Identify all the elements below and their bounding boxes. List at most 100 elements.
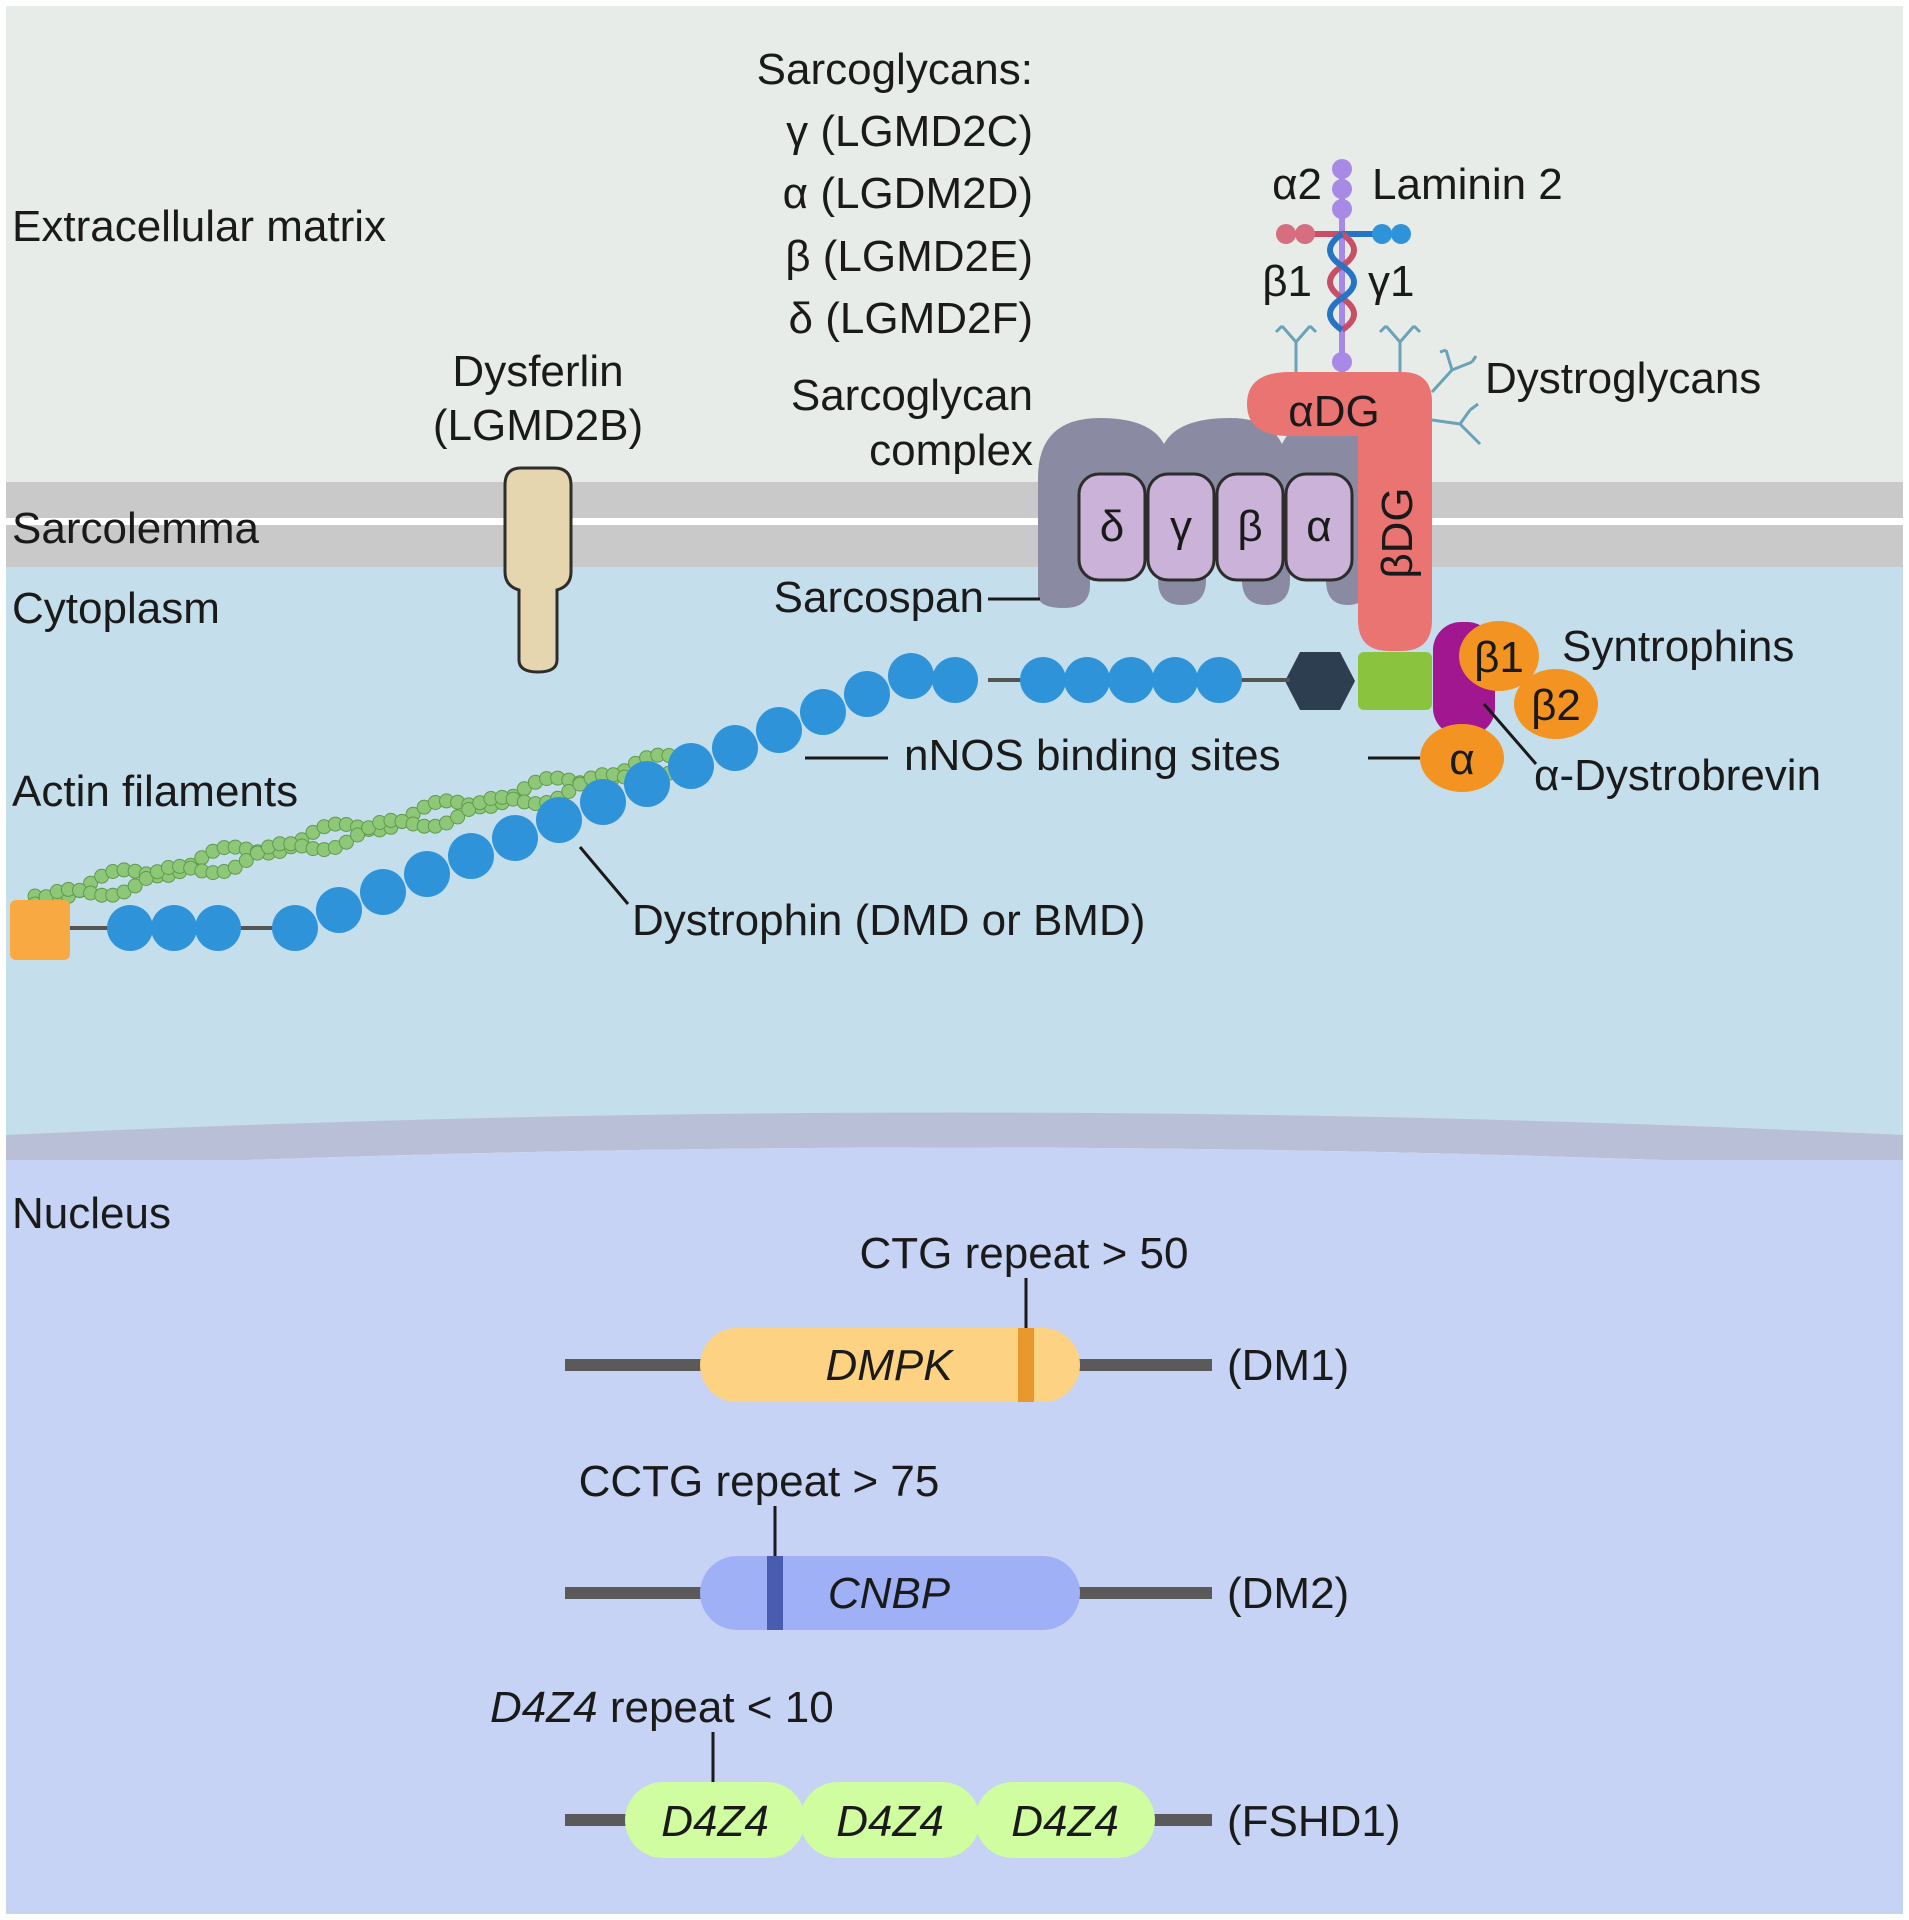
d4z4-repeat-label: D4Z4 repeat < 10 xyxy=(490,1683,834,1732)
dysferlin-protein xyxy=(503,466,573,674)
dystrophin-spectrin-repeat xyxy=(151,905,197,951)
dystrobrevin-pointer xyxy=(1482,703,1538,765)
label-cytoplasm: Cytoplasm xyxy=(12,584,220,633)
dystrophin-spectrin-repeat xyxy=(316,887,362,933)
laminin-alpha2-label: α2 xyxy=(1272,160,1322,209)
dystrophin-spectrin-repeat xyxy=(580,779,626,825)
dystrophin-spectrin-repeat xyxy=(492,815,538,861)
label-actin-filaments: Actin filaments xyxy=(12,767,298,816)
sarcoglycan-gamma xyxy=(1146,472,1216,582)
dm1-label: (DM1) xyxy=(1227,1341,1349,1390)
actin-monomer xyxy=(461,802,477,817)
beta-dystroglycan-label: βDG xyxy=(1373,487,1422,578)
cnbp-gene xyxy=(700,1556,1080,1630)
dystrophin-spectrin-repeat xyxy=(756,707,802,753)
dystrophin-spectrin-repeat xyxy=(668,743,714,789)
sarcoglycans-title: Sarcoglycans: xyxy=(757,45,1033,94)
label-extracellular-matrix: Extracellular matrix xyxy=(12,202,386,251)
nucleus-top-edge xyxy=(6,1147,1903,1170)
fshd1-label: (FSHD1) xyxy=(1227,1797,1401,1846)
dystrophin-spectrin-repeat xyxy=(624,761,670,807)
dm2-label: (DM2) xyxy=(1227,1569,1349,1618)
sarcospan-label: Sarcospan xyxy=(774,573,984,622)
dystrophin-spectrin-repeat xyxy=(800,689,846,735)
syntrophin-alpha xyxy=(1420,724,1504,792)
sarcoglycan-gamma-symbol: γ xyxy=(1170,502,1192,551)
d4z4-repeat-label-italic: D4Z4 xyxy=(490,1683,598,1732)
d4z4-repeat-label-rest: repeat < 10 xyxy=(598,1683,834,1732)
dystrophin-spectrin-repeat xyxy=(404,851,450,897)
laminin-2 xyxy=(1276,159,1411,372)
dystrophin xyxy=(10,653,1290,960)
actin-monomer xyxy=(238,853,254,868)
d4z4-unit-2 xyxy=(800,1782,980,1858)
dystrophin-spectrin-repeat xyxy=(1108,657,1154,703)
dystrophin-spectrin-repeat xyxy=(107,905,153,951)
dmpk-gene-label: DMPK xyxy=(825,1341,954,1390)
dystrophin-spectrin-repeat xyxy=(1020,657,1066,703)
actin-monomer xyxy=(561,784,577,799)
sarcoglycan-beta-label: β (LGMD2E) xyxy=(785,232,1033,281)
dystrophin-spectrin-repeat xyxy=(1196,657,1242,703)
syntrophin-alpha-symbol: α xyxy=(1449,735,1474,784)
laminin-beta1-label: β1 xyxy=(1262,257,1312,306)
dysferlin-disease-label: (LGMD2B) xyxy=(433,401,643,450)
dystrophin-abd1-domain xyxy=(10,900,70,960)
d4z4-unit-3-label: D4Z4 xyxy=(1011,1797,1119,1846)
dystroglycans-label: Dystroglycans xyxy=(1485,354,1761,403)
sarcoglycan-beta-symbol: β xyxy=(1237,502,1262,551)
d4z4-unit-3 xyxy=(975,1782,1155,1858)
d4z4-unit-1 xyxy=(625,1782,805,1858)
dystrophin-ct-domain xyxy=(1285,652,1355,710)
sarcolemma-outer-leaflet xyxy=(6,482,1903,518)
nuclear-envelope xyxy=(6,1112,1903,1170)
sarcoglycan-complex-label-1: Sarcoglycan xyxy=(791,371,1033,420)
dystrophin-pointer xyxy=(578,846,630,905)
sarcoglycan-beta xyxy=(1215,472,1285,582)
alpha-dystroglycan-label: αDG xyxy=(1288,387,1379,436)
sarcoglycan-alpha xyxy=(1284,472,1354,582)
sarcoglycan-delta-symbol: δ xyxy=(1100,502,1125,551)
dystrophin-cr-domain xyxy=(1358,652,1432,710)
dystrophin-spectrin-repeat xyxy=(712,725,758,771)
cctg-repeat-region xyxy=(767,1556,783,1630)
dystrophin-spectrin-repeat xyxy=(272,905,318,951)
sarcoglycan-delta xyxy=(1077,472,1147,582)
actin-monomer xyxy=(350,827,365,843)
ctg-repeat-label: CTG repeat > 50 xyxy=(860,1229,1189,1278)
dystrophin-spectrin-repeat xyxy=(360,869,406,915)
actin-monomer xyxy=(227,859,243,875)
nnos-binding-sites-label: nNOS binding sites xyxy=(904,731,1281,780)
dysferlin-label: Dysferlin xyxy=(452,347,623,396)
dystrophin-spectrin-repeat xyxy=(844,671,890,717)
dystrophin-spectrin-repeat xyxy=(888,653,934,699)
dystrophin-spectrin-repeat xyxy=(1152,657,1198,703)
sarcoglycan-complex-label-2: complex xyxy=(869,426,1033,475)
dystroglycan-complex xyxy=(1247,372,1432,651)
label-nucleus: Nucleus xyxy=(12,1189,171,1238)
dystrophin-label: Dystrophin (DMD or BMD) xyxy=(632,896,1145,945)
actin-monomer xyxy=(450,809,466,825)
cnbp-gene-label: CNBP xyxy=(828,1569,951,1618)
dystrophin-spectrin-repeat xyxy=(195,905,241,951)
dmpk-gene xyxy=(700,1328,1080,1402)
sarcoglycan-delta-label: δ (LGMD2F) xyxy=(789,294,1034,343)
syntrophin-beta2 xyxy=(1514,669,1598,739)
actin-monomer xyxy=(138,871,154,886)
label-sarcolemma: Sarcolemma xyxy=(12,504,259,553)
dystrophin-spectrin-repeat xyxy=(448,833,494,879)
sarcoglycan-alpha-symbol: α xyxy=(1306,502,1331,551)
glycan-chains xyxy=(1274,324,1482,446)
sarcoglycan-gamma-label: γ (LGMD2C) xyxy=(786,107,1033,156)
syntrophin-beta1-symbol: β1 xyxy=(1474,633,1524,682)
syntrophin-beta1 xyxy=(1459,621,1539,691)
actin-monomer xyxy=(127,878,143,894)
d4z4-unit-2-label: D4Z4 xyxy=(836,1797,944,1846)
dystrophin-spectrin-repeat xyxy=(1064,657,1110,703)
ctg-repeat-region xyxy=(1018,1328,1034,1402)
dystrophin-spectrin-repeat xyxy=(536,797,582,843)
dystrophin-spectrin-repeat xyxy=(932,657,978,703)
d4z4-unit-1-label: D4Z4 xyxy=(661,1797,769,1846)
actin-monomer xyxy=(338,834,354,850)
